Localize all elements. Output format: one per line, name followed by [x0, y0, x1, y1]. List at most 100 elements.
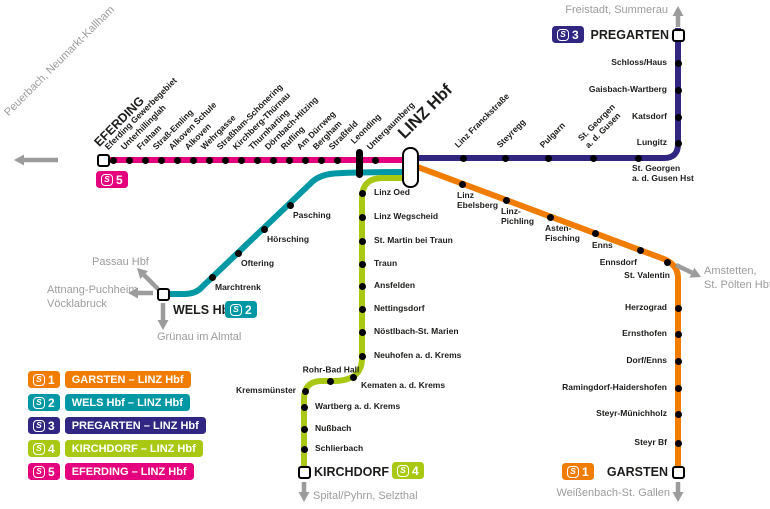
station-alkoven-schule [173, 156, 181, 164]
station-alkoven [189, 156, 197, 164]
station-steyregg [501, 154, 509, 162]
station-rufling [285, 156, 293, 164]
station-linz-ebelsberg [458, 180, 466, 188]
sbahn-logo-icon: S [397, 464, 409, 477]
terminus-eferding [96, 153, 110, 167]
station-am-d-rrweg [301, 156, 309, 164]
station-ramingdorf-haidershofen [674, 384, 682, 392]
station-gaisbach-wartberg [674, 86, 682, 94]
arrow-attnang [128, 287, 153, 299]
station-lungitz [674, 139, 682, 147]
station-stra-ham-sch-nering [221, 156, 229, 164]
sbahn-logo-icon: S [33, 465, 45, 478]
station-wartberg-a-d-krems [300, 403, 308, 411]
station-traun [358, 260, 366, 268]
legend-route-s4: KIRCHDORF – LINZ Hbf [64, 440, 203, 457]
station-neuhofen-a-d-krems [358, 352, 366, 360]
station-schlierbach [300, 445, 308, 453]
line-s1 [413, 163, 681, 476]
station-linz-pichling [502, 196, 510, 204]
station-nu-bach [300, 425, 308, 433]
station-fraham [141, 156, 149, 164]
arrow-spital [298, 482, 310, 502]
station-pasching [286, 201, 294, 209]
arrow-passau [137, 268, 160, 291]
station-marchtrenk [208, 273, 216, 281]
station-linz-wegscheid [358, 213, 366, 221]
station-nettingsdorf [358, 305, 366, 313]
station-ennsdorf [636, 246, 644, 254]
station-stra-emling [157, 156, 165, 164]
sbahn-logo-icon: S [33, 419, 45, 432]
terminus-garsten [671, 465, 685, 479]
station-linz-franckstra-e [459, 154, 467, 162]
arrow-amstetten [675, 262, 701, 278]
hub-linz-hbf [401, 146, 419, 188]
legend-route-s1: GARSTEN – LINZ Hbf [64, 371, 191, 388]
legend-route-s3: PREGARTEN – LINZ Hbf [64, 417, 206, 434]
badge-line-number: 5 [116, 172, 123, 187]
badge-line-number: 5 [48, 464, 55, 479]
station-leonding [355, 148, 363, 178]
arrow-freistadt [672, 6, 684, 27]
line-s2 [163, 169, 407, 297]
terminus-pregarten [671, 28, 685, 42]
station-kematen-a-d-krems [349, 373, 357, 381]
terminus-kirchdorf [297, 465, 311, 479]
station-asten-fisching [546, 213, 554, 221]
terminus-wels-hbf [156, 287, 170, 301]
station-h-rsching [260, 225, 268, 233]
station-linz-oed [358, 189, 366, 197]
station-oftering [234, 249, 242, 257]
badge-line-number: 2 [245, 302, 252, 317]
arrow-peuerbach [14, 154, 58, 166]
badge-line-number: 1 [48, 372, 55, 387]
station-untergaumberg [371, 156, 379, 164]
station-bergham [317, 156, 325, 164]
station-ernsthofen [674, 330, 682, 338]
sbahn-logo-icon: S [101, 173, 113, 186]
station-enns [591, 229, 599, 237]
station-dorf-enns [674, 357, 682, 365]
station-eferding-gewerbegebiet [109, 156, 117, 164]
sbahn-logo-icon: S [567, 465, 579, 478]
station-ansfelden [358, 282, 366, 290]
arrow-gruenau [157, 303, 169, 330]
sbahn-logo-icon: S [33, 442, 45, 455]
sbahn-logo-icon: S [557, 28, 569, 41]
station-unterhillinglah [125, 156, 133, 164]
station-st-georgen-a-d-gusen [589, 154, 597, 162]
station-stra-feld [333, 156, 341, 164]
badge-line-number: 3 [572, 27, 579, 42]
station-rohr-bad-hall [326, 377, 334, 385]
station-kremsm-nster [301, 387, 309, 395]
station-steyr-m-nichholz [674, 410, 682, 418]
badge-line-number: 2 [48, 395, 55, 410]
station-st-georgen-a-d-gusen-hst [634, 154, 642, 162]
sbahn-logo-icon: S [33, 396, 45, 409]
station-thurnharting [253, 156, 261, 164]
badge-line-number: 4 [412, 463, 419, 478]
station-st-valentin [663, 258, 671, 266]
legend-route-s5: EFERDING – LINZ Hbf [64, 463, 194, 480]
badge-line-number: 1 [582, 464, 589, 479]
station-d-rnbach-hitzing [269, 156, 277, 164]
station-herzograd [674, 304, 682, 312]
station-steyr-bf [674, 439, 682, 447]
